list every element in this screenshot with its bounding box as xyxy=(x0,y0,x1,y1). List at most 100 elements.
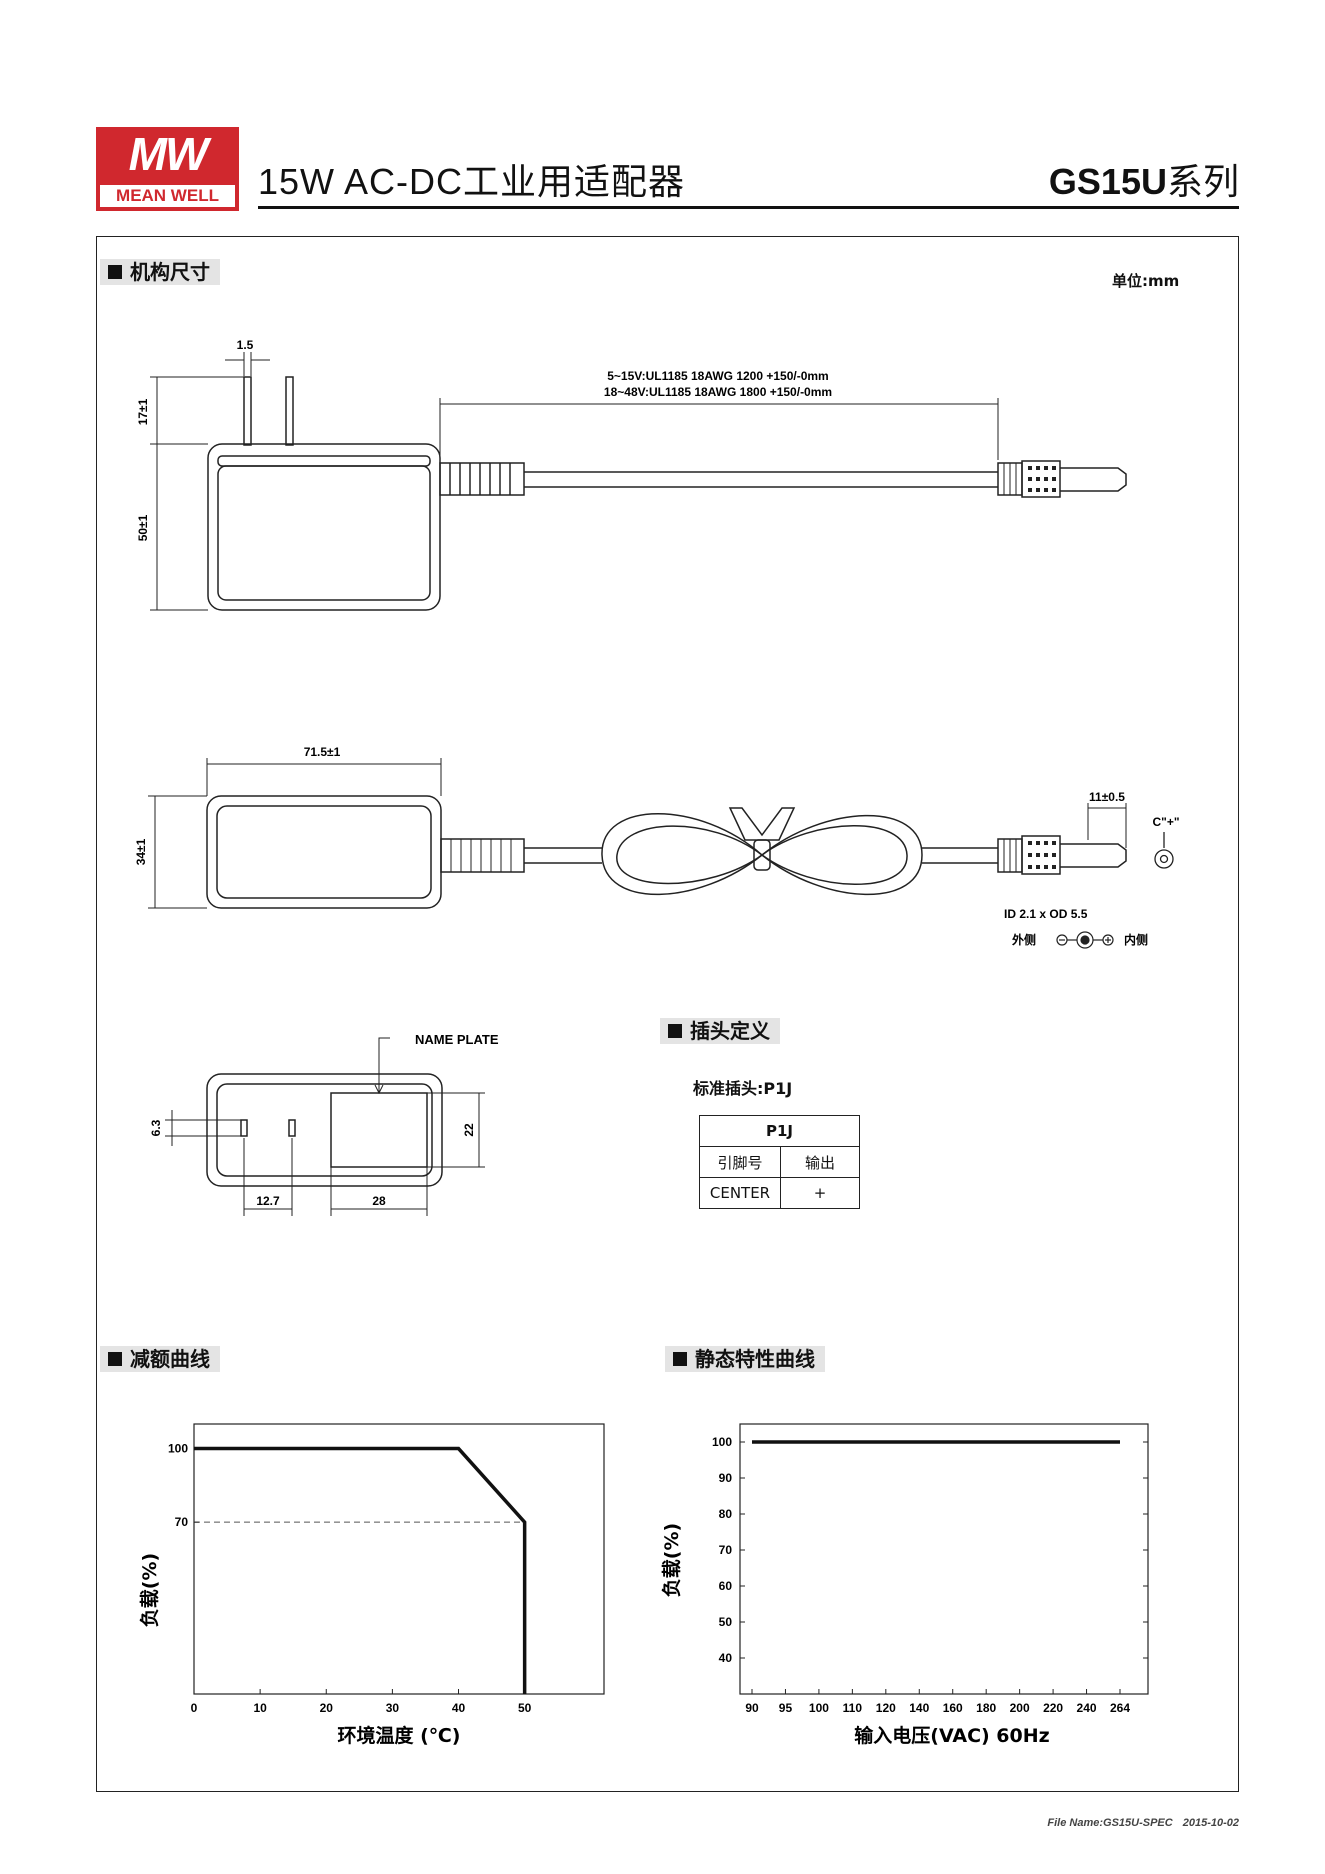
inner-label: 内侧 xyxy=(1124,932,1148,947)
prong-right xyxy=(285,376,294,446)
adapter-body-top xyxy=(206,795,442,909)
cable-spec-line1: 5~15V:UL1185 18AWG 1200 +150/-0mm xyxy=(607,369,828,383)
derating-x-tick-label: 30 xyxy=(386,1701,400,1715)
dim-prong-length: 17±1 xyxy=(136,398,150,425)
series-title: GS15U系列 xyxy=(1049,160,1239,204)
static-x-label: 输入电压(VAC) 60Hz xyxy=(854,1724,1049,1747)
derating-x-tick-label: 50 xyxy=(518,1701,532,1715)
derating-x-tick-label: 40 xyxy=(452,1701,466,1715)
document-title: 15W AC-DC工业用适配器 xyxy=(258,161,686,202)
strain-relief-ribs xyxy=(449,463,511,495)
static-x-tick-label: 200 xyxy=(1010,1701,1030,1715)
static-y-tick-label: 50 xyxy=(719,1615,733,1629)
section-plug-title: 插头定义 xyxy=(690,1019,770,1043)
col-output-header: 输出 xyxy=(780,1146,860,1178)
dim-prong-width: 1.5 xyxy=(237,338,254,352)
dim-depth: 34±1 xyxy=(134,838,148,865)
dim-width: 71.5±1 xyxy=(304,745,341,759)
dim-plate-width: 28 xyxy=(372,1194,386,1208)
mean-well-logo: MW MEAN WELL xyxy=(96,127,239,211)
section-derating-title: 减额曲线 xyxy=(130,1347,210,1371)
static-x-tick-label: 95 xyxy=(779,1701,793,1715)
dim-pin-spacing: 12.7 xyxy=(256,1194,280,1208)
derating-x-tick-label: 10 xyxy=(253,1701,267,1715)
static-y-tick-label: 80 xyxy=(719,1507,733,1521)
static-x-tick-label: 110 xyxy=(843,1701,863,1715)
bullet-square-icon xyxy=(108,265,122,279)
static-y-tick-label: 70 xyxy=(719,1543,733,1557)
static-x-tick-label: 160 xyxy=(943,1701,963,1715)
section-mechanical: 机构尺寸 xyxy=(100,259,220,285)
prong-left xyxy=(243,376,252,446)
file-name: File Name:GS15U-SPEC xyxy=(1047,1817,1173,1829)
logo-text: MEAN WELL xyxy=(100,185,235,207)
row-pin-value: CENTER xyxy=(699,1177,781,1209)
series-code: GS15U xyxy=(1048,161,1167,202)
section-static: 静态特性曲线 xyxy=(665,1346,825,1372)
name-plate-label: NAME PLATE xyxy=(415,1032,499,1047)
standard-plug-label: 标准插头:P1J xyxy=(693,1079,793,1098)
side-view-dimensions xyxy=(150,352,999,611)
derating-plot-frame xyxy=(193,1423,605,1695)
static-x-tick-label: 240 xyxy=(1077,1701,1097,1715)
derating-y-tick-label: 70 xyxy=(175,1515,189,1529)
static-y-label: 负载(%) xyxy=(660,1523,683,1597)
section-derating: 减额曲线 xyxy=(100,1346,220,1372)
static-x-tick-label: 120 xyxy=(876,1701,896,1715)
static-x-tick-label: 90 xyxy=(745,1701,759,1715)
static-y-tick-label: 100 xyxy=(712,1435,732,1449)
unit-label: 单位:mm xyxy=(1112,272,1180,290)
file-date: 2015-10-02 xyxy=(1182,1817,1239,1829)
dim-plate-height: 22 xyxy=(462,1123,476,1137)
content-frame xyxy=(96,236,1239,1792)
bullet-square-icon xyxy=(668,1024,682,1038)
plug-knurl xyxy=(1028,466,1056,492)
derating-x-label: 环境温度 (℃) xyxy=(338,1724,461,1747)
header-rule xyxy=(258,206,1239,209)
cable-spec-line2: 18~48V:UL1185 18AWG 1800 +150/-0mm xyxy=(604,385,832,399)
polarity-jack-icon xyxy=(1154,832,1174,869)
static-y-tick-label: 90 xyxy=(719,1471,733,1485)
top-view-dimensions xyxy=(148,758,1127,909)
static-plot-frame xyxy=(739,1423,1149,1695)
static-x-tick-label: 100 xyxy=(809,1701,829,1715)
cable-tie xyxy=(728,807,796,841)
series-suffix: 系列 xyxy=(1166,161,1239,202)
static-y-tick-label: 60 xyxy=(719,1579,733,1593)
dim-plug-length: 11±0.5 xyxy=(1089,790,1125,804)
dim-height: 50±1 xyxy=(136,514,150,541)
logo-mark: MW xyxy=(128,128,209,180)
side-view-drawing xyxy=(207,376,1127,611)
col-pin-header: 引脚号 xyxy=(699,1146,781,1178)
name-plate-area xyxy=(330,1092,428,1168)
adapter-body xyxy=(207,443,441,611)
plug-spec: ID 2.1 x OD 5.5 xyxy=(1004,907,1088,921)
derating-x-tick-label: 0 xyxy=(191,1701,198,1715)
derating-x-tick-label: 20 xyxy=(320,1701,334,1715)
outer-label: 外侧 xyxy=(1012,932,1036,947)
file-info: File Name:GS15U-SPEC 2015-10-02 xyxy=(1037,1817,1239,1829)
derating-y-tick-label: 100 xyxy=(168,1442,188,1456)
derating-chart: 0 10 20 30 40 50 70 100 环境温度 (℃) 负载(%) xyxy=(138,1423,605,1747)
derating-y-label: 负载(%) xyxy=(138,1553,161,1627)
row-output-value: + xyxy=(780,1177,860,1209)
bottom-view-dimensions xyxy=(165,1037,485,1216)
derating-curve xyxy=(194,1446,527,1694)
static-x-tick-label: 264 xyxy=(1110,1701,1130,1715)
polarity-symbol-icon xyxy=(1056,931,1114,949)
dim-pin-height: 6.3 xyxy=(149,1119,163,1136)
plug-table: P1J 引脚号输出 CENTER+ xyxy=(699,1115,860,1209)
top-view-drawing xyxy=(206,795,1127,909)
polarity-label: C"+" xyxy=(1152,815,1179,829)
static-y-tick-label: 40 xyxy=(719,1651,733,1665)
section-static-title: 静态特性曲线 xyxy=(695,1347,815,1371)
static-x-tick-label: 180 xyxy=(976,1701,996,1715)
bottom-view-drawing xyxy=(206,1073,443,1187)
section-mechanical-title: 机构尺寸 xyxy=(130,260,210,284)
plug-table-title: P1J xyxy=(699,1115,860,1147)
section-plug: 插头定义 xyxy=(660,1018,780,1044)
static-x-tick-label: 220 xyxy=(1043,1701,1063,1715)
bullet-square-icon xyxy=(673,1352,687,1366)
